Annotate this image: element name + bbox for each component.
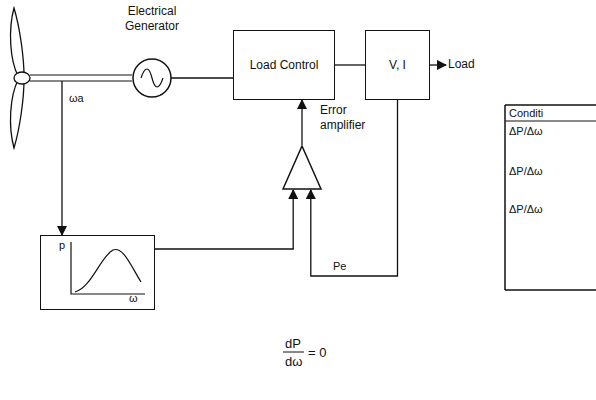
connector bbox=[430, 64, 446, 65]
table-cell: ΔP/Δω bbox=[509, 165, 543, 177]
sine-symbol bbox=[141, 69, 163, 87]
connector bbox=[311, 100, 398, 276]
power-curve-box: pω bbox=[40, 235, 155, 310]
error-amplifier: Error amplifier bbox=[282, 145, 322, 190]
load-terminal: Load bbox=[448, 57, 498, 73]
connector bbox=[155, 190, 293, 249]
axis-label: p bbox=[59, 239, 65, 251]
process-box: Load Control bbox=[233, 30, 335, 100]
fraction-bar bbox=[283, 352, 304, 353]
process-box: V, I bbox=[365, 30, 430, 100]
plot-axes bbox=[71, 242, 145, 294]
axis-label: ω bbox=[129, 292, 138, 304]
wind-turbine bbox=[11, 8, 30, 148]
formula-text: dω bbox=[285, 354, 302, 369]
signal-label: Pe bbox=[332, 260, 347, 272]
formula-text: = 0 bbox=[308, 345, 326, 360]
condition-table bbox=[505, 105, 596, 290]
box-label: V, I bbox=[389, 58, 406, 72]
amplifier-symbol bbox=[282, 145, 322, 190]
table-cell: ΔP/Δω bbox=[509, 125, 543, 137]
generator-symbol bbox=[110, 4, 194, 100]
connector bbox=[335, 64, 365, 65]
amplifier-triangle bbox=[283, 146, 321, 189]
generator: Electrical Generator bbox=[110, 4, 194, 100]
load-label: Load bbox=[448, 57, 498, 71]
generator-label: Electrical Generator bbox=[110, 4, 194, 34]
box-label: Load Control bbox=[250, 58, 319, 72]
power-curve-line bbox=[75, 249, 141, 292]
connector bbox=[301, 100, 302, 145]
generator-circle bbox=[133, 59, 171, 97]
table-cell: ΔP/Δω bbox=[509, 203, 543, 215]
signal-label: ωa bbox=[68, 92, 85, 104]
amplifier-label: Error amplifier bbox=[320, 103, 382, 133]
formula-text: dP bbox=[285, 336, 301, 351]
connector bbox=[171, 77, 233, 78]
table-cell: Conditi bbox=[509, 107, 543, 119]
shaft bbox=[30, 75, 132, 81]
connector bbox=[61, 81, 62, 235]
